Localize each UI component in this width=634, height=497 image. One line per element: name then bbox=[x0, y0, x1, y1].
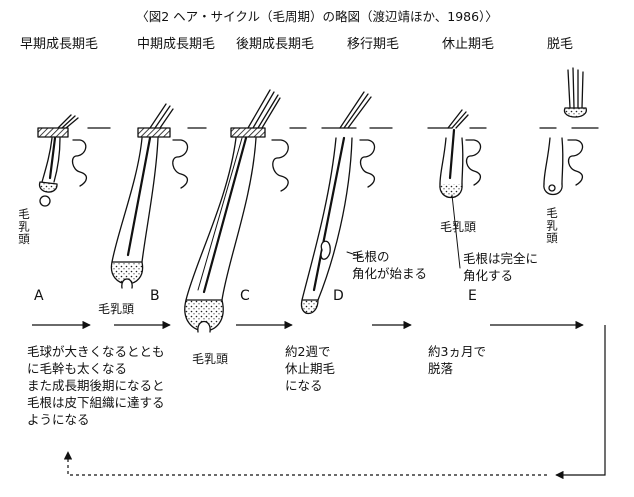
stage-mid-anagen: 中期成長期毛 bbox=[137, 37, 216, 52]
stage-catagen: 移行期毛 bbox=[347, 37, 400, 52]
papilla-label-c: 毛乳頭 bbox=[192, 352, 229, 366]
hair-f-illustration bbox=[539, 67, 599, 196]
cycle-dashed-arrow bbox=[63, 451, 547, 476]
stage-shedding: 脱毛 bbox=[547, 37, 574, 52]
note-two-weeks: 約2週で 休止期毛 になる bbox=[285, 344, 336, 393]
annotation-fully-keratinized: 毛根は完全に 角化する bbox=[463, 251, 539, 283]
figure-caption: 〈図2 ヘア・サイクル（毛周期）の略図（渡辺靖ほか、1986）〉 bbox=[136, 9, 498, 24]
letter-c: C bbox=[240, 288, 250, 304]
stage-telogen: 休止期毛 bbox=[442, 37, 495, 52]
annotation-keratinization-start: 毛根の 角化が始まる bbox=[352, 249, 428, 281]
papilla-label-a: 毛乳頭 bbox=[17, 208, 31, 246]
note-growth: 毛球が大きくなるととも に毛幹も太くなる また成長期後期になると 毛根は皮下組織… bbox=[27, 344, 165, 427]
papilla-label-e: 毛乳頭 bbox=[440, 220, 477, 234]
hair-b-illustration bbox=[110, 103, 207, 289]
hair-c-illustration bbox=[184, 89, 307, 333]
letter-e: E bbox=[468, 288, 477, 304]
letter-d: D bbox=[333, 288, 344, 304]
return-arrow bbox=[555, 325, 606, 480]
hair-a-illustration bbox=[37, 114, 111, 207]
hair-d-illustration bbox=[300, 91, 393, 315]
papilla-label-f: 毛乳頭 bbox=[545, 207, 559, 245]
note-three-months: 約3ヵ月で 脱落 bbox=[428, 344, 486, 376]
letter-a: A bbox=[34, 288, 44, 304]
stage-late-anagen: 後期成長期毛 bbox=[236, 37, 315, 52]
papilla-label-b: 毛乳頭 bbox=[98, 302, 135, 316]
letter-b: B bbox=[150, 288, 160, 304]
hair-e-illustration bbox=[427, 109, 487, 199]
stage-early-anagen: 早期成長期毛 bbox=[20, 37, 99, 52]
